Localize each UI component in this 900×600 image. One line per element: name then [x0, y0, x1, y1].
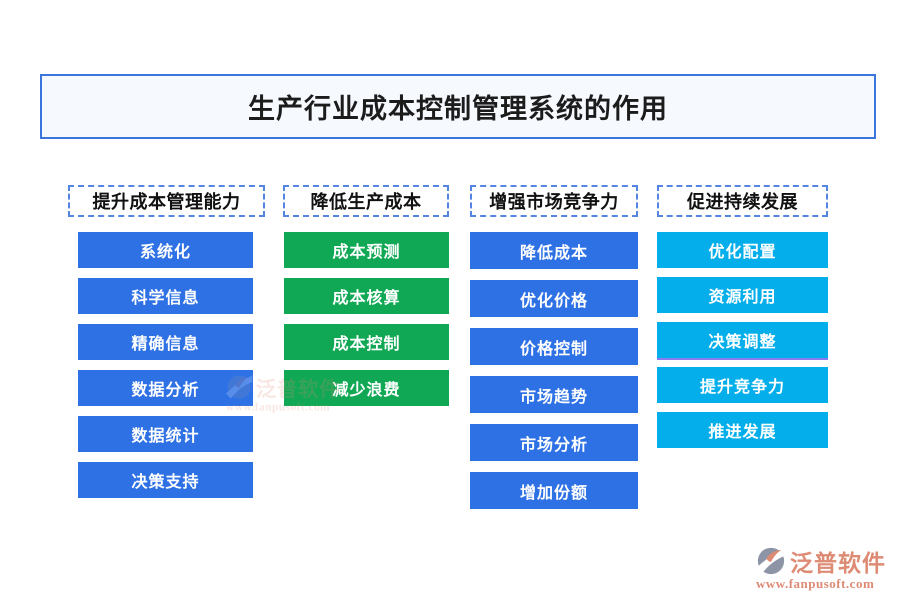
column-production-cost: 降低生产成本 成本预测 成本核算 成本控制 减少浪费 [283, 185, 449, 416]
column-sustainable-development: 促进持续发展 优化配置 资源利用 决策调整 提升竞争力 推进发展 [657, 185, 828, 457]
item-button: 降低成本 [470, 232, 638, 269]
item-button: 提升竞争力 [657, 367, 828, 403]
item-button: 系统化 [78, 232, 253, 268]
fanpu-logo-icon [756, 547, 786, 575]
column-items: 系统化 科学信息 精确信息 数据分析 数据统计 决策支持 [68, 232, 265, 508]
watermark-brand: 泛普软件 www.fanpusoft.com [756, 544, 886, 592]
fanpu-logo-icon [226, 375, 253, 399]
item-button: 价格控制 [470, 328, 638, 365]
item-button: 决策支持 [78, 462, 253, 498]
title-box: 生产行业成本控制管理系统的作用 [40, 74, 876, 139]
item-button: 决策调整 [657, 322, 828, 358]
item-button: 优化价格 [470, 280, 638, 317]
item-button: 资源利用 [657, 277, 828, 313]
item-button: 数据统计 [78, 416, 253, 452]
brand-name: 泛普软件 [255, 377, 341, 401]
brand-url: www.fanpusoft.com [226, 400, 331, 414]
brand-name: 泛普软件 [790, 550, 886, 576]
column-market-competitiveness: 增强市场竞争力 降低成本 优化价格 价格控制 市场趋势 市场分析 增加份额 [470, 185, 638, 520]
item-button: 成本核算 [284, 278, 449, 314]
item-button: 成本控制 [284, 324, 449, 360]
column-items: 降低成本 优化价格 价格控制 市场趋势 市场分析 增加份额 [470, 232, 638, 520]
column-header: 提升成本管理能力 [68, 185, 265, 217]
item-button: 科学信息 [78, 278, 253, 314]
column-header: 降低生产成本 [283, 185, 449, 217]
item-button: 增加份额 [470, 472, 638, 509]
item-button: 数据分析 [78, 370, 253, 406]
brand-url: www.fanpusoft.com [756, 576, 875, 591]
item-button: 优化配置 [657, 232, 828, 268]
item-button: 推进发展 [657, 412, 828, 448]
column-header: 促进持续发展 [657, 185, 828, 217]
page-title: 生产行业成本控制管理系统的作用 [248, 94, 668, 124]
column-header: 增强市场竞争力 [470, 185, 638, 217]
item-button: 成本预测 [284, 232, 449, 268]
column-items: 成本预测 成本核算 成本控制 减少浪费 [283, 232, 449, 416]
watermark-center: 泛普软件 www.fanpusoft.com [226, 372, 340, 414]
column-cost-management: 提升成本管理能力 系统化 科学信息 精确信息 数据分析 数据统计 决策支持 [68, 185, 265, 508]
item-button: 精确信息 [78, 324, 253, 360]
column-items: 优化配置 资源利用 决策调整 提升竞争力 推进发展 [657, 232, 828, 457]
item-button: 减少浪费 [284, 370, 449, 406]
item-button: 市场分析 [470, 424, 638, 461]
item-button: 市场趋势 [470, 376, 638, 413]
